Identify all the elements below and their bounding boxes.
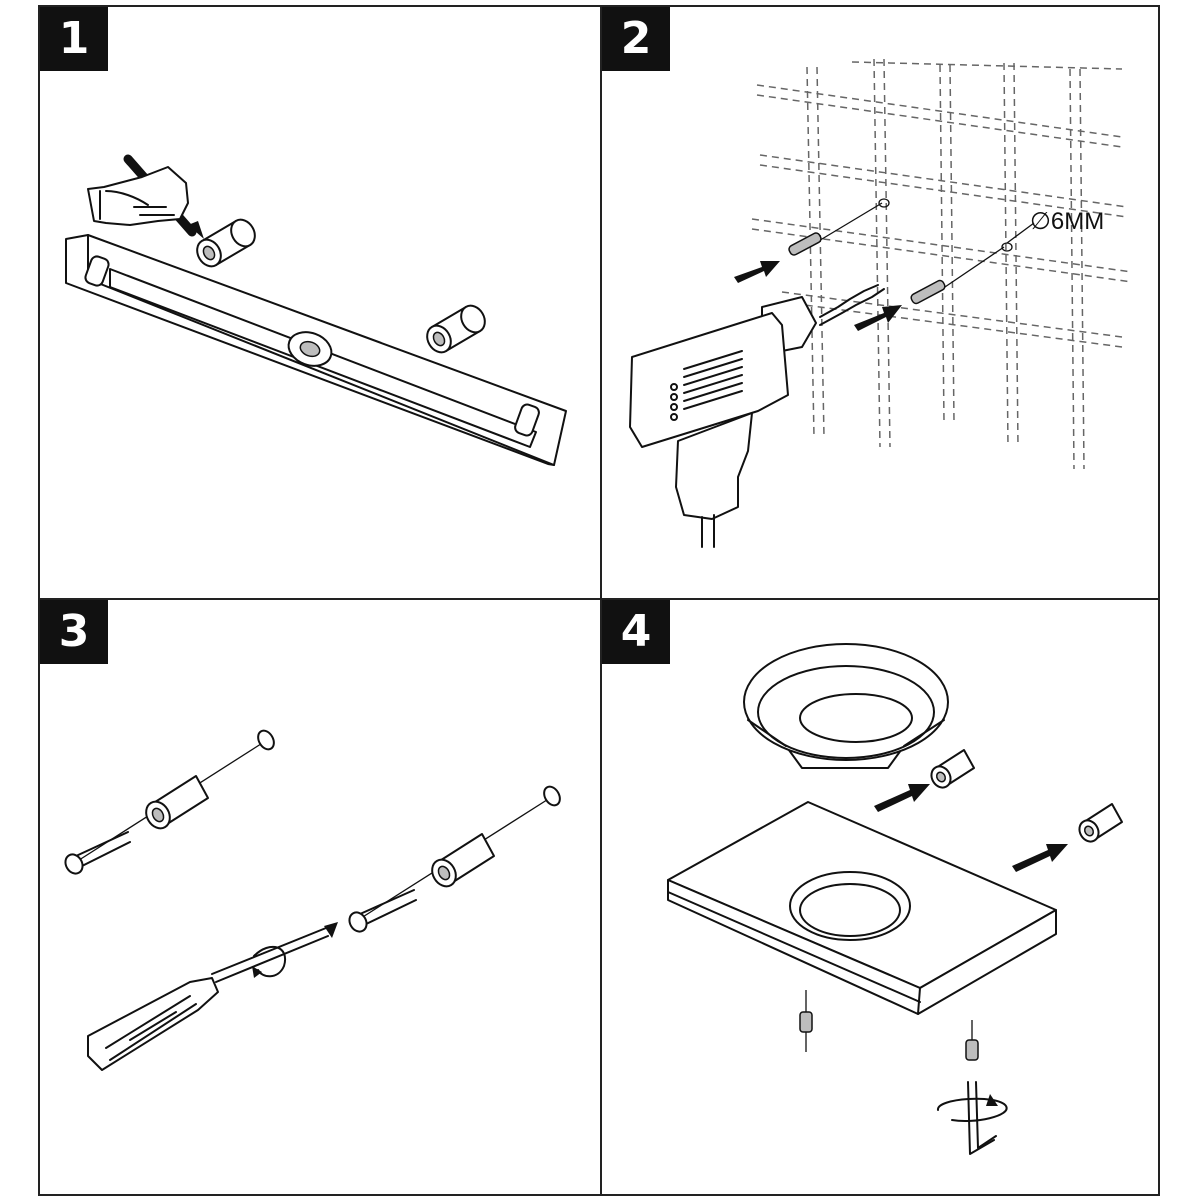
end-cap-icon bbox=[930, 749, 975, 789]
step-2-panel: 2 bbox=[600, 5, 1160, 600]
step-1-panel: 1 bbox=[38, 5, 602, 600]
hand-pencil-icon bbox=[87, 154, 204, 239]
step-3-panel: 3 bbox=[38, 598, 602, 1196]
spacer-icon bbox=[196, 218, 256, 268]
step-4-number: 4 bbox=[602, 600, 670, 664]
step-1-illustration bbox=[65, 154, 567, 466]
spacer-icon bbox=[426, 304, 486, 354]
arrow-icon bbox=[874, 784, 930, 812]
arrow-icon bbox=[734, 261, 780, 283]
step-4-panel: 4 bbox=[600, 598, 1160, 1196]
end-cap-icon bbox=[1078, 803, 1123, 843]
step-1-number: 1 bbox=[40, 7, 108, 71]
wall-anchor-icon bbox=[788, 198, 890, 256]
arrow-icon bbox=[854, 305, 902, 331]
screwdriver-icon bbox=[87, 922, 338, 1071]
step-3-illustration bbox=[64, 729, 561, 1071]
soap-dish-bowl-icon bbox=[743, 643, 949, 769]
screw-spacer-set-2 bbox=[348, 785, 561, 933]
arrow-icon bbox=[1012, 844, 1068, 872]
wall-tile-grid bbox=[751, 58, 1133, 470]
set-screw-icon bbox=[799, 990, 813, 1052]
drill-diameter-label: ∅6MM bbox=[1030, 208, 1104, 235]
spirit-level-icon bbox=[65, 234, 567, 466]
wall-plate-icon bbox=[667, 801, 1057, 1015]
screw-spacer-set-1 bbox=[64, 729, 275, 875]
wall-anchor-icon bbox=[910, 222, 1035, 305]
step-3-number: 3 bbox=[40, 600, 108, 664]
step-2-number: 2 bbox=[602, 7, 670, 71]
step-4-illustration bbox=[667, 643, 1123, 1155]
set-screw-icon bbox=[965, 1020, 979, 1061]
drill-vent-icon bbox=[670, 350, 743, 421]
electric-drill-icon bbox=[629, 284, 885, 548]
step-2-illustration: ∅6MM bbox=[629, 58, 1133, 548]
hex-key-icon bbox=[937, 1081, 1008, 1155]
